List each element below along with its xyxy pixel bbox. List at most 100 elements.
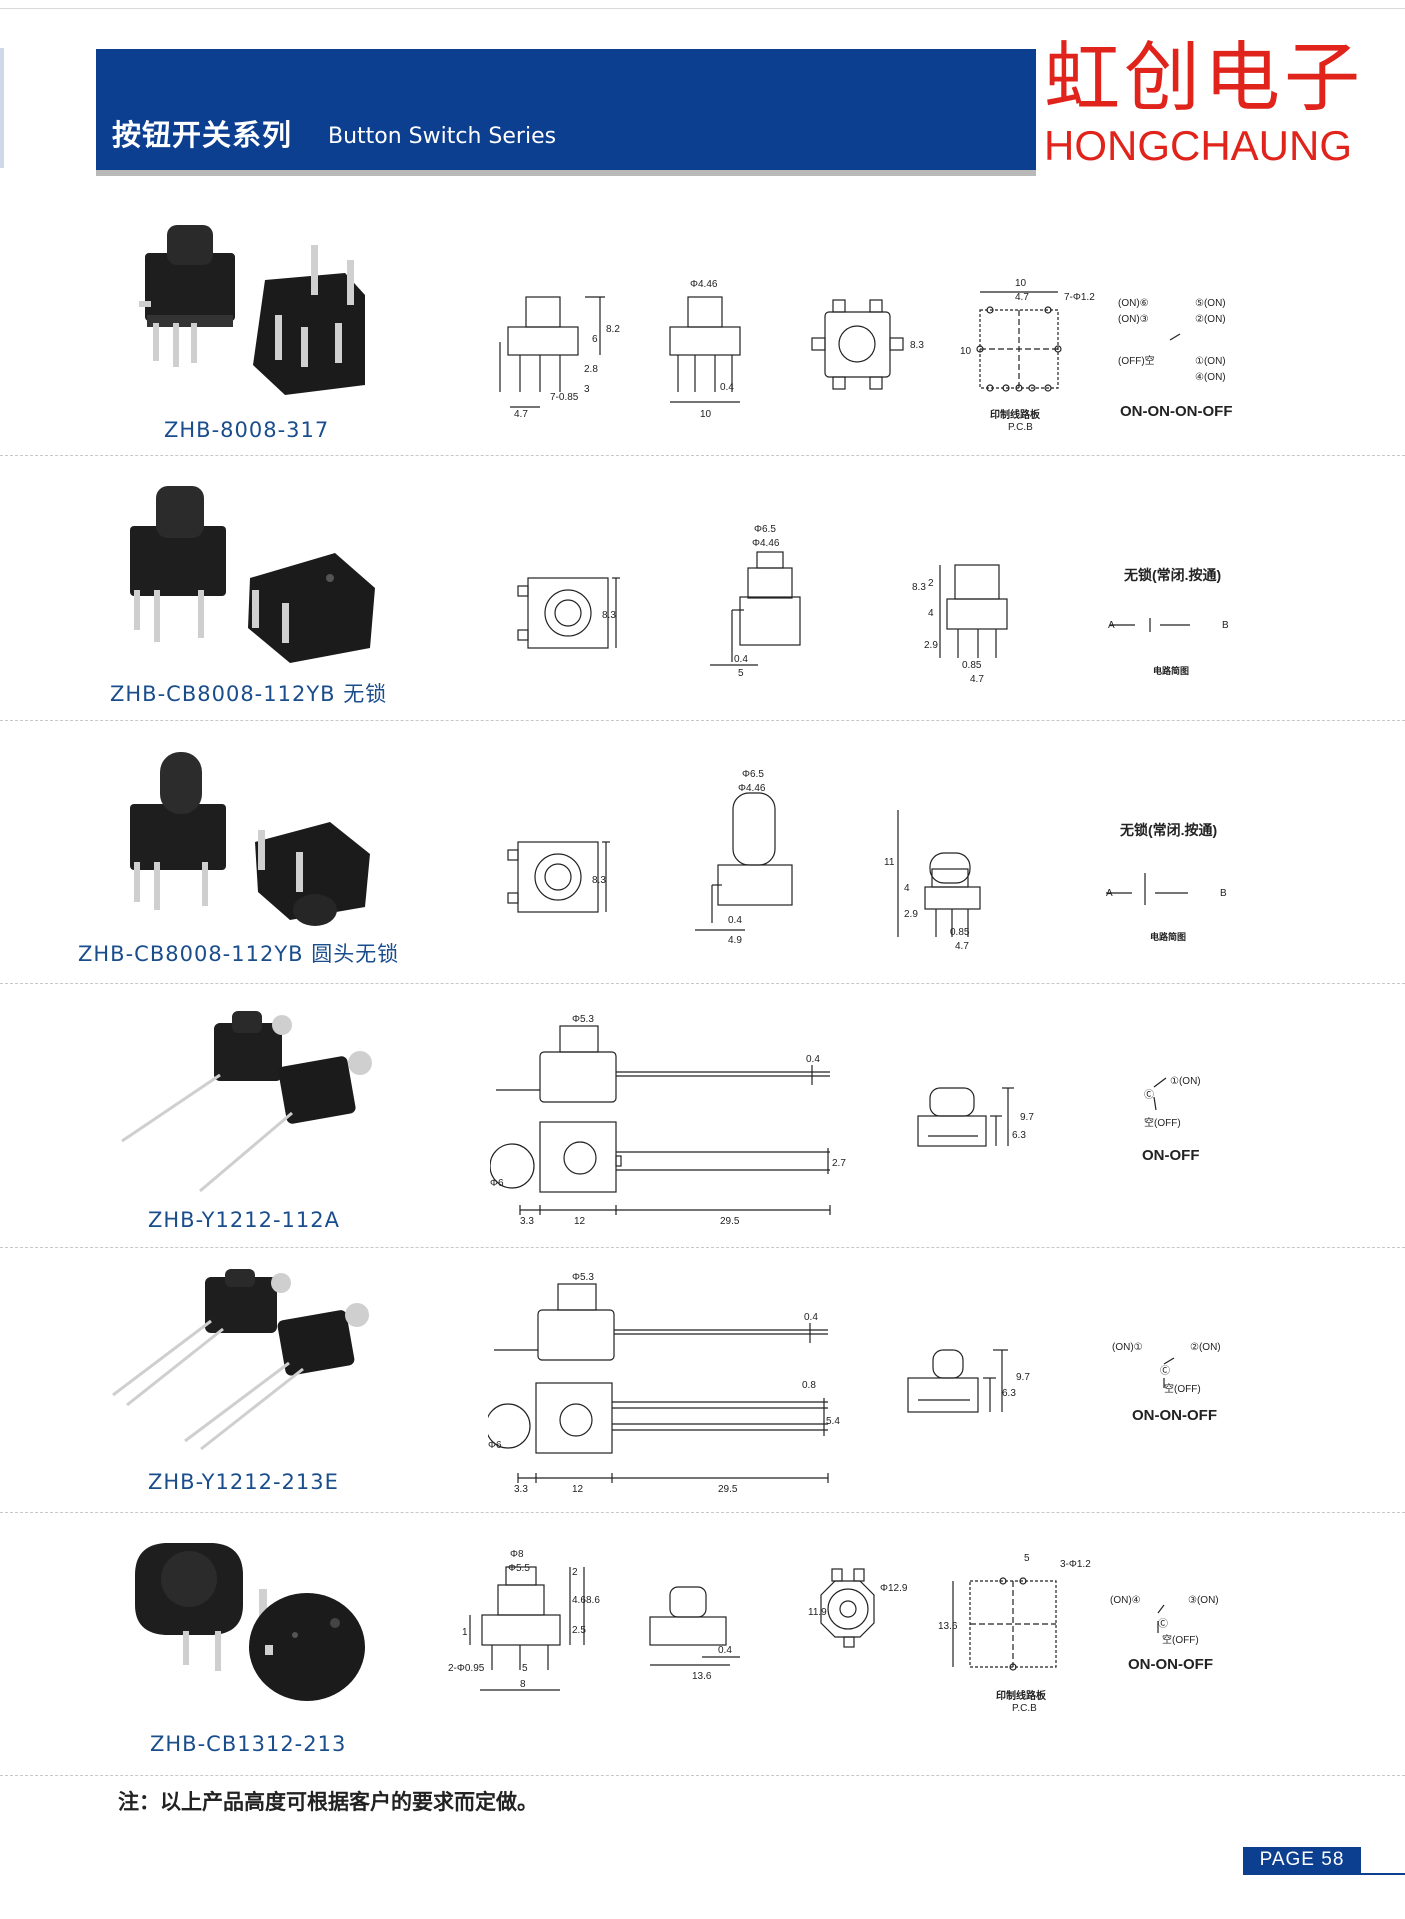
svg-text:P.C.B: P.C.B <box>1012 1703 1037 1714</box>
switch-photo <box>130 486 375 663</box>
svg-text:Ⓒ: Ⓒ <box>1158 1618 1168 1630</box>
svg-text:4: 4 <box>928 608 934 619</box>
svg-text:空(OFF): 空(OFF) <box>1144 1116 1181 1129</box>
dimension-drawing: 8.3 Φ6.5 Φ4.46 0.4 5 8.3 2 4 2.9 0.85 4.… <box>517 524 1229 685</box>
svg-text:空(OFF): 空(OFF) <box>1164 1382 1201 1395</box>
svg-text:2.5: 2.5 <box>572 1625 586 1636</box>
svg-text:Φ4.46: Φ4.46 <box>690 279 718 290</box>
svg-text:6.3: 6.3 <box>1002 1388 1016 1399</box>
header-banner <box>96 49 1036 170</box>
svg-text:Φ4.46: Φ4.46 <box>752 538 780 549</box>
svg-text:4.7: 4.7 <box>1015 292 1029 303</box>
svg-text:2: 2 <box>928 578 934 589</box>
svg-text:5: 5 <box>522 1663 528 1674</box>
svg-text:A: A <box>1106 888 1113 899</box>
svg-text:①(ON): ①(ON) <box>1170 1076 1201 1087</box>
page-number-badge: PAGE 58 <box>1243 1847 1361 1873</box>
svg-text:⑤(ON): ⑤(ON) <box>1195 298 1226 309</box>
svg-text:②(ON): ②(ON) <box>1190 1342 1221 1353</box>
svg-text:无锁(常闭.按通): 无锁(常闭.按通) <box>1119 822 1217 838</box>
svg-text:A: A <box>1108 620 1115 631</box>
svg-text:10: 10 <box>700 409 712 420</box>
svg-text:Ⓒ: Ⓒ <box>1160 1365 1170 1377</box>
svg-text:12: 12 <box>572 1484 584 1493</box>
svg-text:8.3: 8.3 <box>592 875 606 886</box>
svg-text:0.85: 0.85 <box>950 927 970 938</box>
svg-text:(OFF)空: (OFF)空 <box>1118 354 1155 367</box>
svg-text:5: 5 <box>738 668 744 679</box>
svg-text:ON-ON-ON-OFF: ON-ON-ON-OFF <box>1120 403 1232 420</box>
svg-text:B: B <box>1220 888 1227 899</box>
svg-text:8.3: 8.3 <box>912 582 926 593</box>
switch-photo <box>135 1543 365 1701</box>
model-number: ZHB-8008-317 <box>164 418 330 442</box>
left-edge-mark <box>0 48 4 168</box>
brand-name-cn: 虹创电子 <box>1044 33 1364 122</box>
svg-text:0.4: 0.4 <box>720 382 734 393</box>
top-rule <box>0 8 1405 9</box>
svg-text:Φ4.46: Φ4.46 <box>738 783 766 794</box>
svg-text:13.6: 13.6 <box>938 1621 958 1632</box>
switch-photo <box>112 1269 369 1451</box>
svg-text:(ON)③: (ON)③ <box>1118 314 1149 325</box>
series-title-cn: 按钮开关系列 <box>112 118 293 152</box>
svg-text:7-0.85: 7-0.85 <box>550 392 579 403</box>
svg-text:Φ5.3: Φ5.3 <box>572 1272 594 1283</box>
svg-text:9.7: 9.7 <box>1020 1112 1034 1123</box>
svg-text:3.3: 3.3 <box>514 1484 528 1493</box>
row-divider <box>0 1247 1405 1248</box>
svg-text:11.9: 11.9 <box>808 1607 827 1618</box>
svg-text:ON-ON-OFF: ON-ON-OFF <box>1128 1656 1213 1673</box>
svg-text:3.3: 3.3 <box>520 1216 534 1227</box>
svg-text:29.5: 29.5 <box>720 1216 740 1227</box>
dimension-drawing: Φ8 Φ5.5 2 4.6 8.6 2.5 1 2-Φ0.95 5 8 0.4 … <box>448 1549 1219 1714</box>
svg-text:Φ5.5: Φ5.5 <box>508 1563 530 1574</box>
row-divider <box>0 1512 1405 1513</box>
dimension-drawing: 4.7 7-0.85 3 2.8 6 8.2 Φ4.46 0.4 10 8.3 … <box>499 278 1232 433</box>
svg-text:Φ6: Φ6 <box>488 1440 502 1451</box>
svg-text:5.4: 5.4 <box>826 1416 840 1427</box>
svg-text:0.4: 0.4 <box>734 654 748 665</box>
svg-text:0.4: 0.4 <box>804 1312 818 1323</box>
svg-text:0.4: 0.4 <box>806 1054 820 1065</box>
svg-text:3-Φ1.2: 3-Φ1.2 <box>1060 1559 1091 1570</box>
svg-text:4.7: 4.7 <box>970 674 984 685</box>
svg-text:0.85: 0.85 <box>962 660 982 671</box>
svg-text:10: 10 <box>1015 278 1027 289</box>
svg-text:11: 11 <box>884 857 895 868</box>
svg-text:2.9: 2.9 <box>924 640 938 651</box>
svg-text:4.7: 4.7 <box>514 409 528 420</box>
row-divider <box>0 455 1405 456</box>
svg-text:0.4: 0.4 <box>728 915 742 926</box>
svg-text:2.7: 2.7 <box>832 1158 846 1169</box>
series-title-en: Button Switch Series <box>328 124 557 149</box>
svg-text:P.C.B: P.C.B <box>1008 422 1033 433</box>
svg-text:6: 6 <box>592 334 598 345</box>
svg-text:(ON)④: (ON)④ <box>1110 1595 1141 1606</box>
svg-text:4.6: 4.6 <box>572 1595 586 1606</box>
dimension-drawing: Φ5.3 0.4 Φ6 3.3 12 29.5 2.7 6.3 9.7 ①(ON… <box>490 1014 1201 1227</box>
svg-text:空(OFF): 空(OFF) <box>1162 1633 1199 1646</box>
svg-text:8: 8 <box>520 1679 526 1690</box>
row-divider <box>0 983 1405 984</box>
row-divider <box>0 1775 1405 1776</box>
svg-text:2: 2 <box>572 1567 578 1578</box>
row-divider <box>0 720 1405 721</box>
svg-text:8.3: 8.3 <box>602 610 616 621</box>
svg-text:ON-OFF: ON-OFF <box>1142 1147 1200 1164</box>
svg-text:2-Φ0.95: 2-Φ0.95 <box>448 1663 485 1674</box>
svg-text:B: B <box>1222 620 1229 631</box>
svg-text:Ⓒ: Ⓒ <box>1144 1089 1154 1101</box>
svg-text:④(ON): ④(ON) <box>1195 372 1226 383</box>
svg-text:印制线路板: 印制线路板 <box>990 408 1041 421</box>
svg-text:3: 3 <box>584 384 590 395</box>
svg-text:4.7: 4.7 <box>955 941 969 952</box>
model-number: ZHB-CB8008-112YB 无锁 <box>110 682 388 706</box>
svg-text:印制线路板: 印制线路板 <box>996 1689 1047 1702</box>
model-number: ZHB-CB1312-213 <box>150 1732 347 1756</box>
svg-text:(ON)①: (ON)① <box>1112 1342 1143 1353</box>
svg-text:4: 4 <box>904 883 910 894</box>
svg-text:Φ12.9: Φ12.9 <box>880 1583 908 1594</box>
header-banner-shadow <box>96 170 1036 176</box>
svg-text:②(ON): ②(ON) <box>1195 314 1226 325</box>
